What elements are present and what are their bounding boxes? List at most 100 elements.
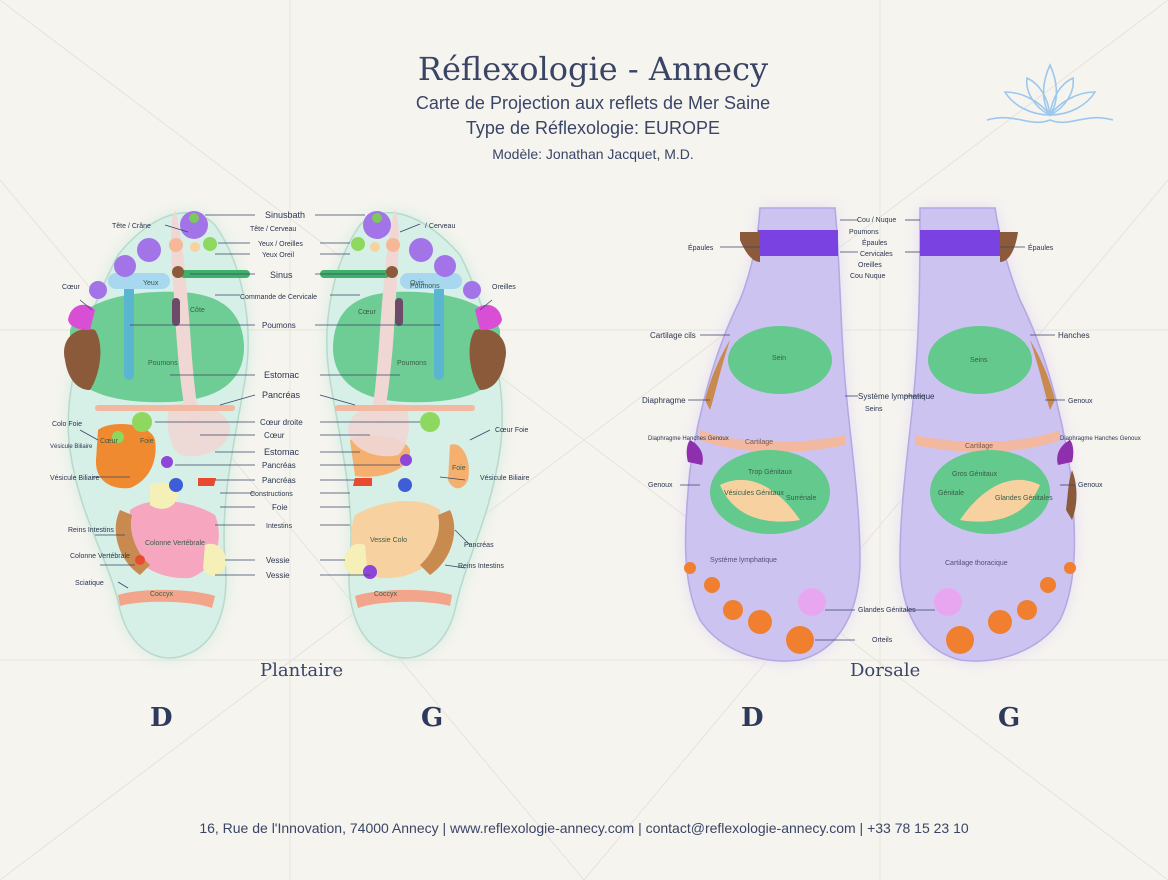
label-ears-left: Oreilles [492,284,516,291]
label-heart: Cœur [264,431,285,440]
label-eyes-ears-short: Yeux Oreil [262,252,294,259]
inner-vesicles-right: Vésicules Génitaux [724,490,784,497]
label-heart-liver-left: Cœur Foie [495,427,529,434]
label-cartilage: Cartilage cils [650,331,696,340]
label-diaphragm-hips-knees-right: Diaphragme Hanches Genoux [648,436,729,442]
label-lungs-dorsal: Poumons [849,229,879,236]
plantar-left-letter: G [421,703,444,733]
label-gallbladder-left: Vésicule Biliaire [480,475,530,482]
label-toes: Orteils [872,637,893,644]
inner-coccyx-left: Coccyx [374,591,397,598]
label-shoulders-center: Épaules [862,238,888,247]
label-cervical: Commande de Cervicale [240,294,317,301]
inner-cartilage-right: Cartilage [745,439,773,446]
dorsal-right-letter: D [741,703,764,733]
inner-coccyx-right: Coccyx [150,591,173,598]
label-pancreas-3: Pancréas [262,476,296,485]
label-knees-left: Genoux [1068,398,1093,405]
label-lungs: Poumons [262,321,296,330]
label-breasts: Seins [865,406,883,413]
dorsal-left-letter: G [998,703,1021,733]
inner-adrenal-right: Surrénale [786,495,816,502]
inner-heart-left: Cœur [358,309,377,316]
label-stomach: Estomac [264,370,300,380]
subtitle: Carte de Projection aux reflets de Mer S… [415,93,771,113]
dorsal-annotations: Épaules Cartilage cils Diaphragme Diaphr… [642,217,1141,644]
plantar-left-foot [172,210,506,659]
label-genital-glands: Glandes Génitales [858,607,916,614]
label-liver: Foie [272,503,288,512]
label-pancreas: Pancréas [262,390,301,400]
label-pancreas-2: Pancréas [262,461,296,470]
label-lymphatic: Système lymphatique [858,392,935,401]
page-title: Réflexologie - Annecy [417,50,769,88]
plantar-annotations: Sinusbath Tête / Crâne Tête / Cerveau / … [50,210,530,598]
plantar-right-letter: D [150,703,173,733]
inner-genitale-left: Génitale [938,490,964,497]
inner-thoracic-left: Cartilage thoracique [945,560,1008,567]
label-cervical-dorsal: Cervicales [860,251,893,258]
inner-genital-right: Trop Génitaux [748,469,793,476]
label-diaphragm-right: Diaphragme [642,396,686,405]
inner-lungs-top-left: Poumons [410,283,440,290]
label-kidneys-left: Reins Intestins [458,563,504,570]
inner-glands-left: Glandes Génitales [995,495,1053,502]
label-shoulders-left: Épaules [1028,243,1054,252]
label-bladder-2: Vessie [266,571,290,580]
label-shoulders-right: Épaules [688,243,714,252]
inner-breast-left: Seins [970,357,988,364]
lotus-logo-icon [986,63,1114,124]
reflexology-type: Type de Réflexologie: EUROPE [465,118,721,138]
label-neck: Cou / Nuque [857,217,896,224]
label-knees-right: Genoux [648,482,673,489]
label-diaphragm-hips-knees-left: Diaphragme Hanches Genoux [1060,436,1141,442]
label-gallbladder: Vésicule Biliaire [50,475,100,482]
inner-bladder-colon: Vessie Colo [370,537,407,544]
inner-ovis: Ovis [410,280,425,287]
inner-lymphatic-right: Système lymphatique [710,557,777,564]
inner-liver-right: Foie [140,438,154,445]
inner-cartilage-left: Cartilage [965,443,993,450]
inner-liver-left: Foie [452,465,466,472]
label-gallbladder-small: Vésicule Biliaire [50,444,93,450]
dorsal-view-label: Dorsale [850,660,921,681]
inner-lungs-left: Poumons [397,360,427,367]
plantar-view-label: Plantaire [260,660,344,681]
label-pancreas-left: Pancréas [464,542,494,549]
label-head-right: Tête / Crâne [112,223,151,230]
dorsal-left-foot [899,207,1077,662]
label-sciatic: Sciatique [75,580,104,587]
inner-rib-right: Côte [190,307,205,314]
plantar-right-foot [64,210,250,659]
label-constructions: Constructions [250,491,293,498]
label-head-center: Tête / Cerveau [250,226,296,233]
leader-lines [79,214,1075,641]
label-ears-dorsal: Oreilles [858,262,882,269]
label-head-left: / Cerveau [425,223,455,230]
label-neck-2: Cou Nuque [850,273,886,280]
label-stomach-2: Estomac [264,447,300,457]
label-sinus-top: Sinusbath [265,210,305,220]
inner-eyes: Yeux [143,280,159,287]
inner-lungs-right: Poumons [148,360,178,367]
label-sinus: Sinus [270,270,293,280]
label-intestines: Intestins [266,523,293,530]
label-heart-right: Cœur droite [260,418,303,427]
model-credit: Modèle: Jonathan Jacquet, M.D. [492,146,694,162]
label-eyes-ears: Yeux / Oreilles [258,241,303,248]
label-spine: Colonne Vertébrale [70,553,130,560]
inner-heart-right: Cœur [100,438,119,445]
label-kidneys: Reins Intestins [68,527,114,534]
label-knees-left-2: Genoux [1078,482,1103,489]
dorsal-right-foot [684,207,861,662]
label-bladder: Vessie [266,556,290,565]
inner-breast-right: Sein [772,355,786,362]
label-colon-liver: Colo Foie [52,421,82,428]
inner-spine: Colonne Vertébrale [145,540,205,547]
inner-genital-left: Gros Génitaux [952,471,998,478]
label-heart-far-right: Cœur [62,284,81,291]
label-hips-left: Hanches [1058,331,1090,340]
contact-footer: 16, Rue de l'Innovation, 74000 Annecy | … [199,820,969,836]
